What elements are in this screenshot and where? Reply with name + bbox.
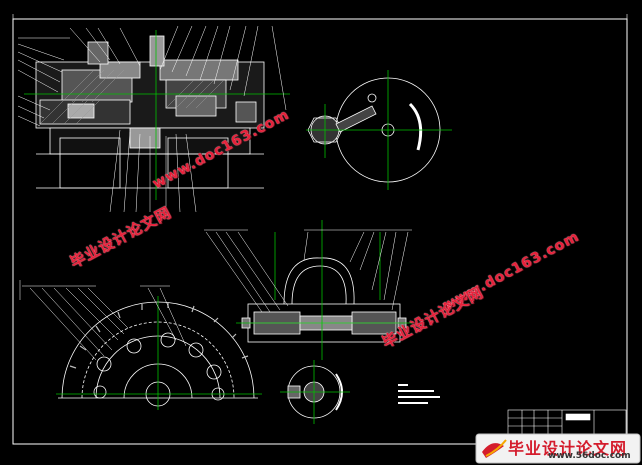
wheel-rim-teeth: [69, 302, 249, 369]
sheet-border-ticks: [12, 14, 628, 19]
wheel-leader-lines: [19, 280, 187, 361]
middle-section-view: [241, 257, 407, 343]
logo-title: 毕业设计论文网: [508, 439, 628, 458]
logo-url[interactable]: www.56doc.com: [548, 451, 631, 461]
top-right-center-lines: [306, 70, 452, 190]
technical-notes-block: [398, 384, 440, 404]
site-logo-badge[interactable]: [475, 433, 641, 464]
wheel-center-lines: [56, 296, 262, 410]
cam-center-lines: [280, 360, 350, 424]
middle-leader-lines: [204, 229, 412, 313]
middle-center-lines: [236, 220, 412, 360]
assembly-center-lines: [24, 30, 290, 200]
drawing-frame: [12, 18, 628, 445]
assembly-leader-lines: [17, 25, 287, 213]
